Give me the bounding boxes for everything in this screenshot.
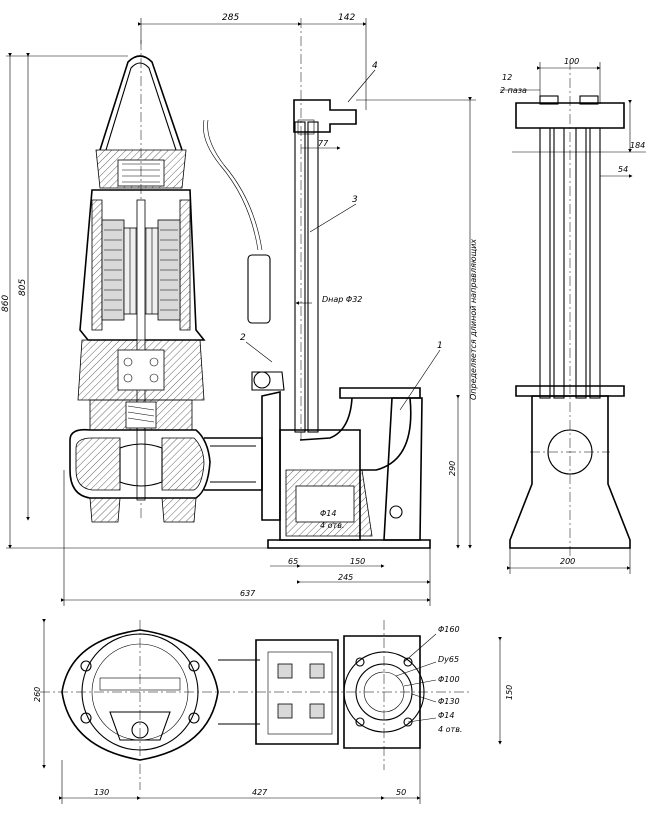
dim-plan-130: 130 [94, 788, 109, 797]
dim-65: 65 [288, 557, 298, 566]
dim-637: 637 [240, 589, 256, 598]
dim-plan-d14: Φ14 [438, 711, 454, 720]
dim-200: 200 [560, 557, 575, 566]
position-4: 4 [372, 61, 378, 71]
dim-285: 285 [222, 13, 239, 23]
dim-54: 54 [618, 165, 628, 174]
dim-100: 100 [564, 57, 579, 66]
dim-plan-holes: 4 отв. [438, 725, 462, 734]
dim-plan-d130: Φ130 [438, 697, 460, 706]
plan-view [40, 620, 470, 790]
pump-front-view [69, 40, 271, 523]
position-2: 2 [240, 333, 246, 343]
position-3: 3 [352, 195, 358, 205]
dim-860: 860 [1, 295, 11, 312]
dim-142: 142 [338, 13, 355, 23]
dim-12: 12 [502, 73, 512, 82]
dim-hole-count: 4 отв. [320, 521, 344, 530]
dim-plan-150: 150 [505, 685, 514, 700]
dim-805: 805 [18, 279, 28, 296]
guide-assembly [251, 18, 431, 549]
dim-290: 290 [448, 461, 457, 476]
dim-plan-50: 50 [396, 788, 406, 797]
position-1: 1 [437, 341, 443, 351]
dim-hole-d14: Φ14 [320, 509, 336, 518]
dim-150: 150 [350, 557, 365, 566]
dim-plan-dy65: Dy65 [438, 655, 459, 664]
dim-184: 184 [630, 141, 645, 150]
dimension-lines [6, 18, 646, 804]
length-note: Определяется длиной направляющих [469, 239, 478, 400]
dim-plan-260: 260 [33, 687, 42, 702]
dim-d32: Dнар Φ32 [322, 295, 362, 304]
dimension-labels: 285 142 860 805 77 Dнар Φ32 290 Φ14 4 от… [1, 13, 645, 797]
dim-plan-427: 427 [252, 788, 268, 797]
dim-plan-d160: Φ160 [438, 625, 460, 634]
dim-plan-d100: Φ100 [438, 675, 460, 684]
dim-77: 77 [318, 139, 329, 148]
dim-slots: 2 паза [500, 86, 527, 95]
dim-245: 245 [338, 573, 353, 582]
side-view [509, 60, 631, 560]
